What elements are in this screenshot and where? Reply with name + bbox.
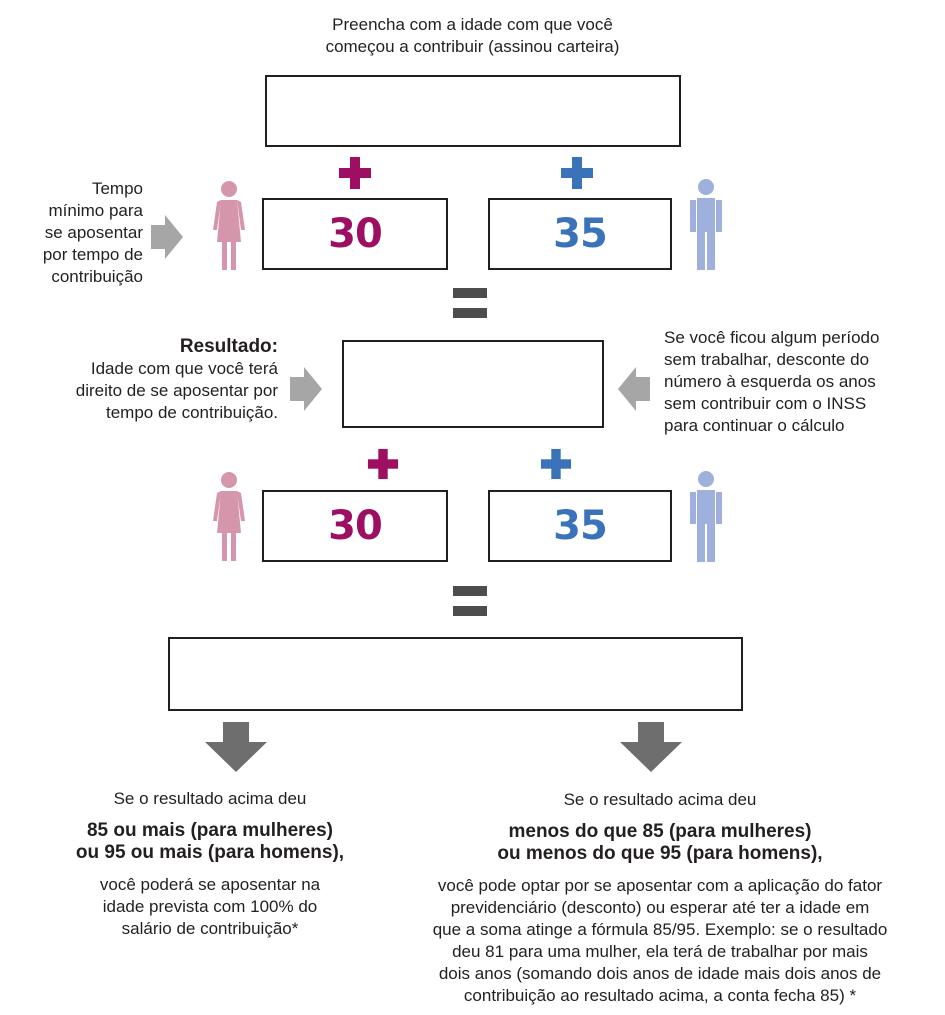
left-outcome-body: salário de contribuição* <box>121 919 299 938</box>
arrow-down-icon <box>205 722 267 772</box>
equals-icon <box>453 586 487 616</box>
result-line: direito de se aposentar por <box>75 381 278 400</box>
start-age-box[interactable] <box>265 75 681 147</box>
min-time-line: contribuição <box>51 267 143 286</box>
result-age-box[interactable] <box>342 340 604 428</box>
women-years-box: 30 <box>262 198 448 270</box>
result-label: Resultado: Idade com que você terá direi… <box>18 336 278 424</box>
man-figure-icon <box>690 179 722 270</box>
left-outcome-lead: Se o resultado acima deu <box>113 789 307 808</box>
left-outcome-body: idade prevista com 100% do <box>102 897 318 916</box>
woman-figure-icon <box>213 181 245 270</box>
right-outcome-body: dois anos (somando dois anos de idade ma… <box>438 964 882 983</box>
left-outcome: Se o resultado acima deu 85 ou mais (par… <box>30 788 390 940</box>
right-outcome-bold: ou menos do que 95 (para homens), <box>497 843 823 864</box>
men-years-box: 35 <box>488 198 672 270</box>
min-time-line: Tempo <box>91 179 143 198</box>
gap-note-line: número à esquerda os anos <box>664 372 876 391</box>
men-years-value: 35 <box>553 211 608 257</box>
men-years-value: 35 <box>553 503 608 549</box>
women-years-value: 30 <box>328 211 383 257</box>
arrow-left-icon <box>618 367 650 411</box>
right-outcome-body: contribuição ao resultado acima, a conta… <box>463 986 857 1005</box>
equals-icon <box>453 288 487 318</box>
right-outcome-body: que a soma atinge a fórmula 85/95. Exemp… <box>432 920 888 939</box>
left-outcome-bold: 85 ou mais (para mulheres) <box>86 820 334 841</box>
women-years-box: 30 <box>262 490 448 562</box>
plus-women-icon <box>339 157 371 189</box>
arrow-right-icon <box>151 215 183 259</box>
left-outcome-body: você poderá se aposentar na <box>99 875 321 894</box>
gap-note-line: Se você ficou algum período <box>664 328 880 347</box>
left-outcome-bold: ou 95 ou mais (para homens), <box>75 842 345 863</box>
min-time-line: se aposentar <box>44 223 143 242</box>
woman-figure-icon <box>213 472 245 561</box>
man-figure-icon <box>690 471 722 562</box>
final-sum-box[interactable] <box>168 637 743 711</box>
plus-men-icon <box>561 157 593 189</box>
gap-note-line: sem trabalhar, desconte do <box>664 350 870 369</box>
right-outcome-body: previdenciário (desconto) ou esperar até… <box>450 898 870 917</box>
right-outcome-body: você pode optar por se aposentar com a a… <box>437 876 883 895</box>
gap-note-line: para continuar o cálculo <box>664 416 845 435</box>
result-line: Idade com que você terá <box>90 359 278 378</box>
arrow-down-icon <box>620 722 682 772</box>
min-time-label: Tempo mínimo para se aposentar por tempo… <box>18 178 143 288</box>
gap-note-line: sem contribuir com o INSS <box>664 394 867 413</box>
min-time-line: mínimo para <box>48 201 143 220</box>
plus-men-icon <box>540 448 572 480</box>
right-outcome-bold: menos do que 85 (para mulheres) <box>508 821 812 842</box>
women-years-value: 30 <box>328 503 383 549</box>
plus-women-icon <box>367 448 399 480</box>
intro-text: Preencha com a idade com que você começo… <box>220 14 725 58</box>
intro-line-1: Preencha com a idade com que você <box>332 15 613 34</box>
right-outcome-body: deu 81 para uma mulher, ela terá de trab… <box>452 942 868 961</box>
gap-note: Se você ficou algum período sem trabalha… <box>664 327 939 437</box>
men-years-box: 35 <box>488 490 672 562</box>
result-line: tempo de contribuição. <box>106 403 278 422</box>
min-time-line: por tempo de <box>42 245 143 264</box>
result-heading: Resultado: <box>179 336 278 357</box>
intro-line-2: começou a contribuir (assinou carteira) <box>325 37 620 56</box>
right-outcome: Se o resultado acima deu menos do que 85… <box>375 789 945 1007</box>
arrow-right-icon <box>290 367 322 411</box>
right-outcome-lead: Se o resultado acima deu <box>563 790 757 809</box>
